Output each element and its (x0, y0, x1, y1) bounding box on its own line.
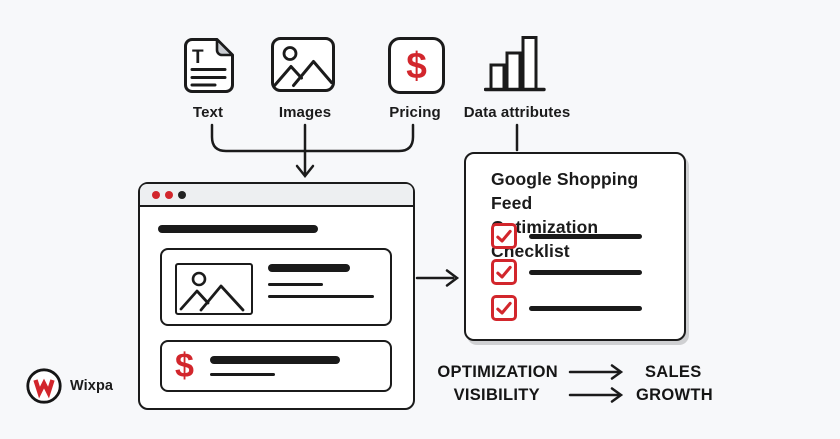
brace-left (210, 123, 307, 153)
feed-input-label-data-attributes: Data attributes (463, 104, 571, 121)
price-dollar-glyph: $ (175, 347, 194, 385)
price-text-line (210, 373, 275, 376)
feed-to-checklist-arrow-head (445, 269, 460, 287)
wixpa-logo-icon (26, 368, 62, 404)
optimization-arrow-head (610, 364, 624, 380)
browser-window-mockup: $ (138, 182, 415, 410)
checklist-item (491, 295, 642, 321)
product-text-line-1 (268, 283, 323, 286)
checklist-item-line (529, 269, 642, 275)
browser-titlebar (140, 184, 413, 207)
window-dot-dark (178, 190, 186, 199)
checkmark-icon (496, 229, 512, 243)
document-text-icon: T (184, 38, 234, 93)
outcome-to-growth: GROWTH (636, 386, 713, 404)
product-image-placeholder (175, 263, 253, 315)
checked-checkbox-icon (491, 223, 517, 249)
window-dot-red-1 (152, 190, 160, 199)
product-title-placeholder (268, 264, 350, 272)
checked-checkbox-icon (491, 259, 517, 285)
checked-checkbox-icon (491, 295, 517, 321)
checklist-item (491, 223, 642, 249)
checklist-item-line (529, 305, 642, 311)
page-heading-placeholder (158, 225, 318, 233)
window-dot-red-2 (165, 190, 173, 199)
checkmark-icon (496, 265, 512, 279)
svg-text:T: T (192, 47, 204, 68)
image-placeholder-icon (179, 271, 245, 312)
feed-input-label-text: Text (192, 104, 224, 121)
bar-chart-icon (484, 36, 546, 92)
brand-name: Wixpa (70, 378, 114, 394)
checklist-card: Google Shopping Feed Optimization Checkl… (464, 152, 686, 341)
brace-right (303, 123, 415, 153)
checklist-title-line-1: Google Shopping Feed (491, 169, 639, 213)
merge-arrow-head (295, 164, 315, 179)
checklist-item (491, 259, 642, 285)
feed-input-label-pricing: Pricing (389, 104, 441, 121)
visibility-arrow-head (610, 387, 624, 403)
dollar-glyph: $ (406, 45, 427, 86)
outcome-from-optimization: OPTIMIZATION (437, 363, 558, 381)
product-card-mockup (160, 248, 392, 326)
feed-input-label-images: Images (278, 104, 332, 121)
price-card-mockup: $ (160, 340, 392, 392)
price-title-placeholder (210, 356, 340, 364)
outcome-from-visibility: VISIBILITY (453, 386, 540, 404)
product-text-line-2 (268, 295, 374, 298)
dollar-sign-icon: $ (388, 37, 445, 94)
brand-logo: Wixpa (25, 367, 113, 405)
image-icon (271, 37, 335, 92)
checkmark-icon (496, 301, 512, 315)
checklist-item-line (529, 233, 642, 239)
outcome-to-sales: SALES (645, 363, 702, 381)
